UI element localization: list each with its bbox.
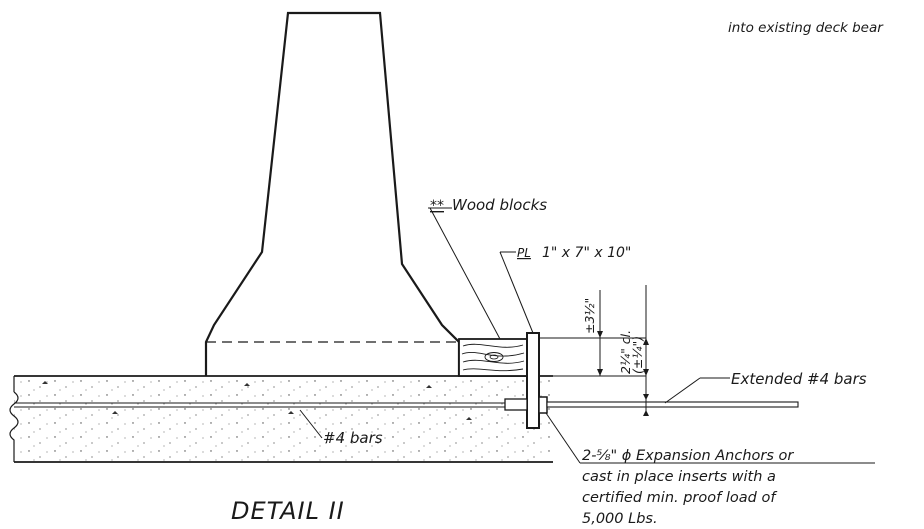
detail-title: DETAIL II [231, 497, 345, 525]
leader-lines [299, 207, 875, 464]
dimension-lines [540, 285, 649, 416]
concrete-barrier [204, 11, 461, 376]
deck-slab [9, 375, 553, 463]
extended-bars-label: Extended #4 bars [731, 370, 867, 388]
wood-blocks-label: Wood blocks [452, 196, 547, 214]
rebar-4-bars [14, 402, 518, 408]
dim-tolerance-label: (±¼") [630, 336, 645, 374]
anchor-note-line2: cast in place inserts with a [582, 469, 776, 485]
wood-block [458, 338, 528, 377]
anchor-note-line1: 2-⅝" ϕ Expansion Anchors or [582, 448, 794, 464]
extended-bars [546, 401, 799, 408]
expansion-anchors [504, 396, 548, 414]
plate-symbol: PL [517, 246, 531, 260]
bars4-label: #4 bars [323, 429, 383, 447]
wood-blocks-marker: ** [430, 198, 444, 214]
anchor-note-line3: certified min. proof load of [582, 490, 777, 506]
steel-plate [526, 332, 540, 429]
dim-2quarter-label: 2¼" cl. [618, 330, 633, 374]
top-note: into existing deck bear [728, 20, 884, 36]
dim-3half-label: ±3½" [582, 298, 597, 334]
anchor-note-line4: 5,000 Lbs. [582, 511, 658, 527]
plate-dimensions-label: 1" x 7" x 10" [542, 245, 631, 261]
